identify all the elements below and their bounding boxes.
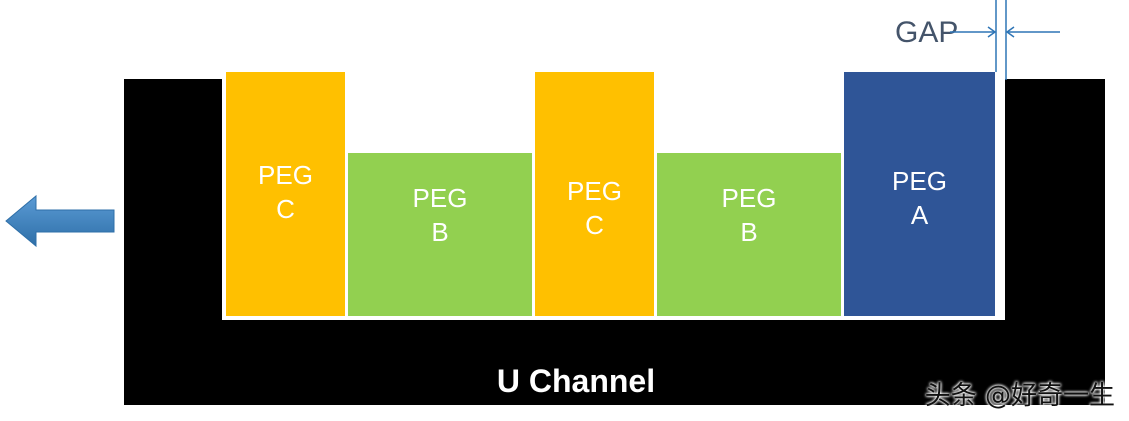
peg-b-left: PEG B [348, 153, 532, 316]
peg-c-middle: PEG C [535, 72, 654, 316]
peg-type: B [740, 217, 758, 247]
peg-type: A [910, 200, 929, 230]
u-channel-label: U Channel [496, 362, 656, 399]
peg-label: PEG [892, 166, 947, 196]
gap-label: GAP [895, 16, 959, 49]
watermark: 头条 @好奇一生 [924, 381, 1115, 411]
left-arrow-icon [5, 194, 115, 248]
peg-type: B [431, 217, 449, 247]
gap-dimension [950, 0, 1060, 80]
peg-c-left: PEG C [226, 72, 345, 316]
peg-type: C [276, 194, 295, 224]
peg-label: PEG [721, 183, 777, 213]
peg-label: PEG [567, 176, 622, 206]
peg-type: C [585, 210, 604, 240]
peg-label: PEG [412, 183, 468, 213]
peg-b-right: PEG B [657, 153, 841, 316]
peg-a: PEG A [844, 72, 995, 316]
peg-label: PEG [258, 160, 313, 190]
